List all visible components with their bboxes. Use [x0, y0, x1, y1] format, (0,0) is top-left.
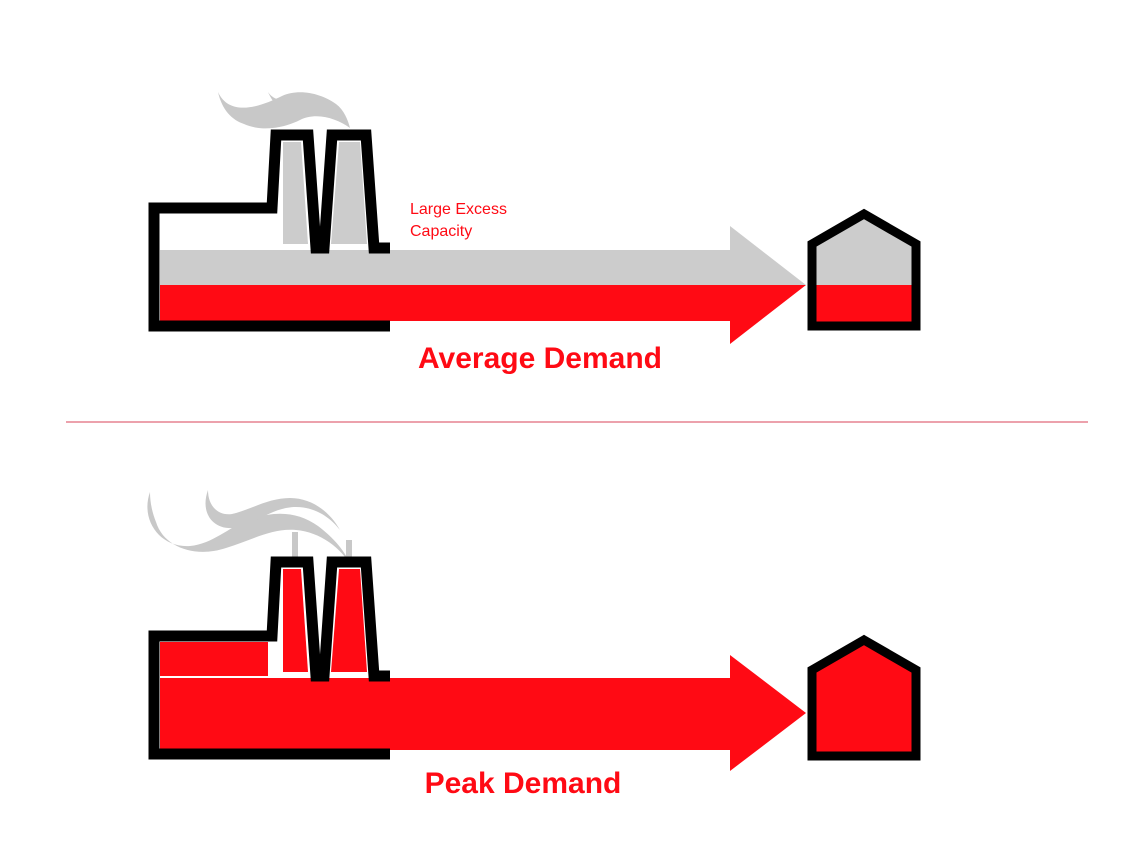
- bottom-house-icon: [807, 634, 921, 761]
- top-demand-arrow: [160, 285, 806, 344]
- bottom-smoke-icon: [147, 492, 352, 568]
- bottom-panel: Peak Demand: [147, 490, 921, 800]
- top-capacity-arrow: [160, 226, 806, 285]
- average-demand-label: Average Demand: [418, 342, 662, 375]
- top-house-fill-gray: [812, 216, 914, 285]
- peak-demand-label: Peak Demand: [425, 767, 622, 800]
- top-factory-icon: [148, 129, 390, 332]
- bottom-factory-icon: [148, 556, 390, 760]
- bottom-demand-arrow: [160, 655, 806, 771]
- bottom-house-fill-red: [812, 642, 914, 754]
- excess-capacity-label-line1: Large Excess: [410, 201, 507, 218]
- top-smoke-plume-icon: [268, 92, 334, 113]
- excess-capacity-label-line2: Capacity: [410, 223, 472, 240]
- top-house-fill-red: [812, 285, 914, 324]
- top-house-icon: [807, 208, 921, 331]
- bottom-smoke-plume-icon: [205, 490, 340, 530]
- top-panel: Large Excess Capacity Average Demand: [148, 92, 921, 375]
